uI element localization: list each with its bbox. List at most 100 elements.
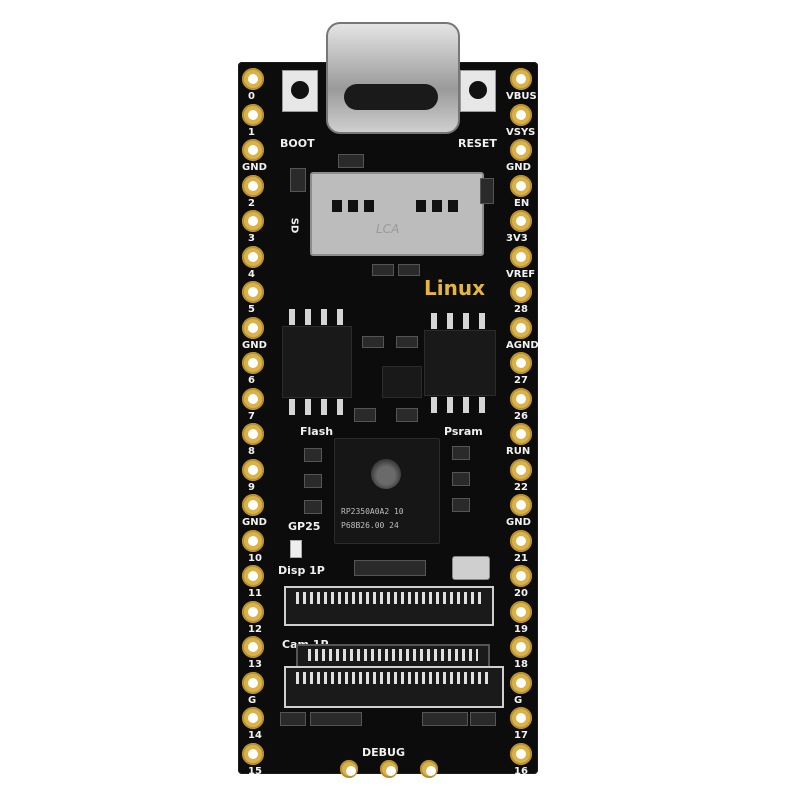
left-pin-pad [242,316,264,339]
usb-c-connector [326,22,460,134]
left-pin-label: 5 [248,304,255,315]
right-pin-label: AGND [506,339,539,351]
sd-contact [332,200,342,212]
right-pin-pad [510,210,532,232]
left-pin-pad [242,742,264,765]
right-pin-pad [510,387,532,410]
left-pin-pad [242,636,264,658]
camera-fpc-connector [284,666,504,708]
chip-pin [305,399,311,415]
right-pin-label: 18 [514,659,528,670]
boot-label: BOOT [280,137,315,150]
sd-contact [364,200,374,212]
chip-pin [289,309,295,325]
right-pin-pad [510,600,532,623]
reset-button-plunger [469,81,487,99]
smd-component-array [354,560,426,576]
smd-component [396,408,418,422]
right-pin-label: 20 [514,588,528,599]
right-pin-pad [510,494,532,516]
right-pin-pad [510,174,532,197]
smd-component [452,498,470,512]
fpc-contacts [296,592,482,604]
smd-component [470,712,496,726]
left-pin-label: 11 [248,588,262,599]
sd-label: SD [288,217,300,234]
right-pin-pad [510,245,532,268]
right-pin-pad [510,707,532,729]
left-pin-label: 1 [248,126,255,138]
chip-pin [305,309,311,325]
left-pin-label: 2 [248,197,255,209]
left-pin-label: G [248,694,257,706]
right-pin-pad [510,636,532,658]
chip-pin [479,313,485,329]
psram-label: Psram [444,425,483,438]
left-pin-label: GND [242,162,267,173]
left-pin-pad [242,494,264,516]
right-pin-label: VSYS [506,126,536,138]
display-fpc-connector [284,586,494,626]
left-pin-pad [242,281,264,303]
right-pin-label: 17 [514,730,528,741]
left-pin-pad [242,671,264,694]
smd-component [396,336,418,348]
right-pin-label: G [514,694,523,706]
smd-component [452,446,470,460]
smd-component [372,264,394,276]
brand-label: Linux [424,276,485,300]
right-pin-pad [510,352,532,374]
chip-pin [321,309,327,325]
left-pin-pad [242,600,264,623]
crystal-oscillator [452,556,490,580]
usb-c-port [344,84,438,110]
chip-pin [447,397,453,413]
smd-component [304,448,322,462]
smd-component [452,472,470,486]
debug-pad [340,760,358,778]
smd-component [362,336,384,348]
fpc-contacts [296,672,492,684]
gp25-label: GP25 [288,520,321,533]
sd-contact [432,200,442,212]
sd-card-slot: LCA [310,172,484,256]
left-pin-label: 10 [248,552,262,564]
left-pin-pad [242,352,264,374]
flash-chip [282,309,352,415]
gp25-led [290,540,302,558]
left-pin-label: 15 [248,765,262,777]
left-pin-label: 6 [248,375,255,386]
left-pin-label: 14 [248,730,262,741]
right-pin-pad [510,458,532,481]
right-pin-pad [510,529,532,552]
right-pin-pad [510,671,532,694]
sd-contact [348,200,358,212]
reset-button[interactable] [460,70,496,112]
left-pin-label: 12 [248,623,262,635]
boot-button[interactable] [282,70,318,112]
boot-button-plunger [291,81,309,99]
smd-component-array [310,712,362,726]
chip-pin [463,397,469,413]
left-pin-label: GND [242,339,267,351]
chip-pin [337,399,343,415]
left-pin-pad [242,103,264,126]
chip-pin [447,313,453,329]
chip-pin [289,399,295,415]
left-pin-pad [242,210,264,232]
regulator-chip [382,366,422,398]
left-pin-pad [242,245,264,268]
chip-pin [431,397,437,413]
fpc-contacts [308,649,478,661]
right-pin-pad [510,316,532,339]
right-pin-label: GND [506,162,531,173]
right-pin-pad [510,423,532,445]
smd-component [480,178,494,204]
disp-label: Disp 1P [278,564,325,577]
smd-component [304,500,322,514]
smd-component [354,408,376,422]
left-pin-pad [242,423,264,445]
left-pin-pad [242,174,264,197]
chip-marking-line2: P68B26.00 24 [341,521,399,530]
raspberry-logo-icon [371,459,401,489]
